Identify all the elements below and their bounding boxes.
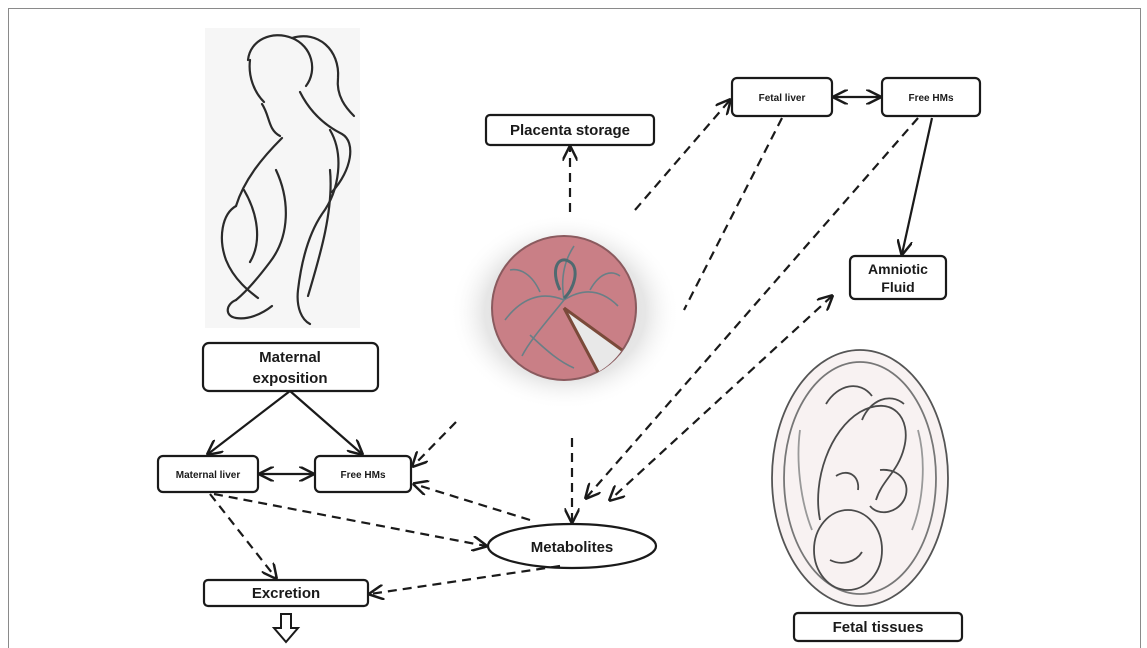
metabolites-ellipse: Metabolites — [488, 524, 656, 568]
arrow-metabolites-to-free-hms — [414, 484, 530, 520]
svg-text:Placenta storage: Placenta storage — [510, 122, 630, 139]
maternal-liver-box: Maternal liver — [158, 456, 258, 492]
maternal-exposition-box: Maternal exposition — [203, 343, 378, 391]
arrow-maternal-liver-to-metabolites — [214, 494, 486, 546]
down-arrow-icon — [274, 614, 298, 642]
amniotic-fluid-box: Amniotic Fluid — [850, 256, 946, 299]
arrow-exposition-to-maternal-liver — [208, 391, 290, 454]
arrow-exposition-to-free-hms — [290, 391, 362, 454]
svg-text:Fluid: Fluid — [881, 279, 914, 295]
svg-text:Fetal liver: Fetal liver — [759, 93, 806, 104]
placenta-illustration — [450, 214, 680, 410]
excretion-box: Excretion — [204, 580, 368, 606]
line-fetal-liver-down — [684, 118, 782, 310]
arrow-placenta-to-free-hms — [413, 422, 456, 466]
fetal-tissues-box: Fetal tissues — [794, 613, 962, 641]
arrow-free-hms-to-amniotic — [902, 118, 932, 254]
placenta-storage-box: Placenta storage — [486, 115, 654, 145]
svg-text:Excretion: Excretion — [252, 585, 320, 602]
svg-text:Fetal tissues: Fetal tissues — [833, 619, 924, 636]
fetal-liver-box: Fetal liver — [732, 78, 832, 116]
svg-text:Free HMs: Free HMs — [340, 470, 385, 481]
arrow-metabolites-to-excretion — [370, 566, 560, 594]
svg-text:Maternal liver: Maternal liver — [176, 470, 241, 481]
svg-text:Amniotic: Amniotic — [868, 261, 928, 277]
fetus-illustration — [772, 350, 948, 606]
pregnant-woman-illustration — [205, 28, 360, 328]
free-hms-fetal-box: Free HMs — [882, 78, 980, 116]
svg-text:exposition: exposition — [252, 370, 327, 387]
svg-text:Metabolites: Metabolites — [531, 539, 614, 556]
arrow-maternal-liver-to-excretion — [210, 494, 276, 578]
free-hms-maternal-box: Free HMs — [315, 456, 411, 492]
svg-text:Maternal: Maternal — [259, 349, 321, 366]
svg-text:Free HMs: Free HMs — [908, 93, 953, 104]
